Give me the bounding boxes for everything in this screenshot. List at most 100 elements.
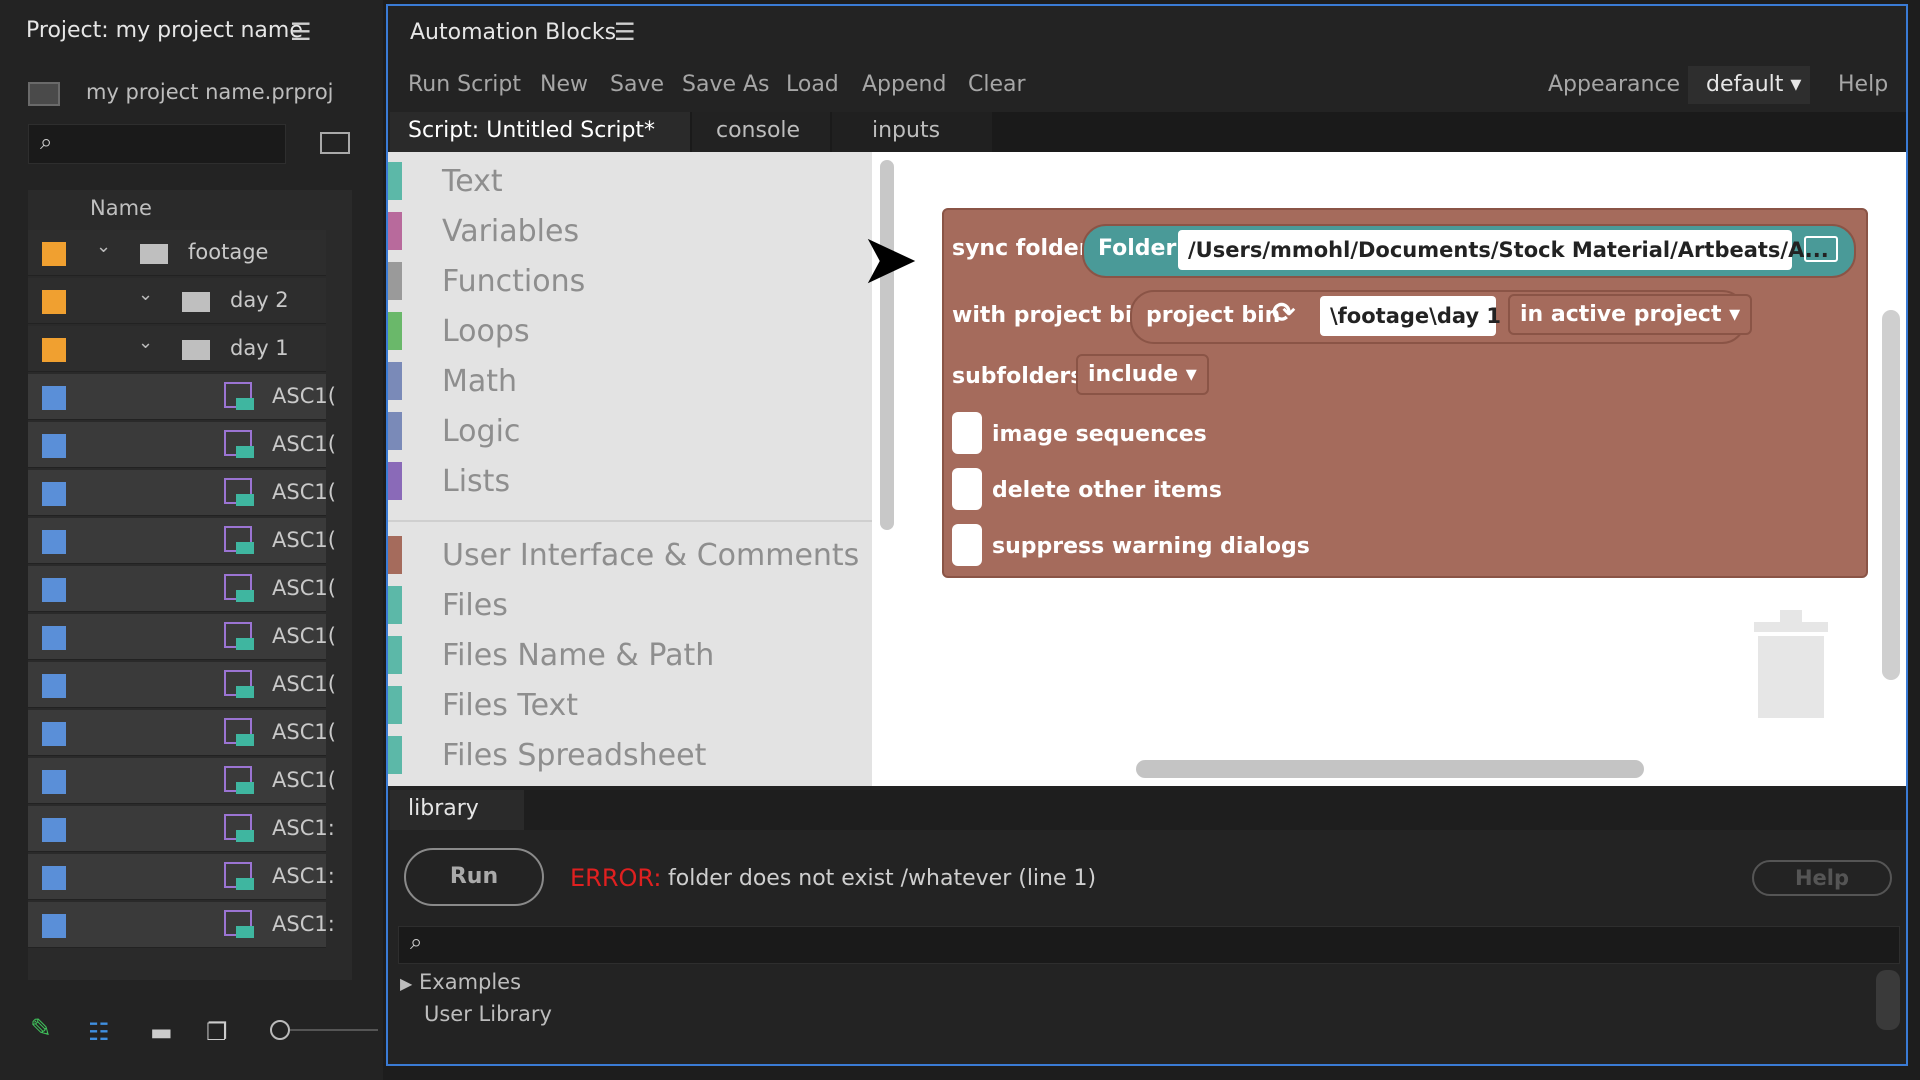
label-color-swatch[interactable] [42, 770, 66, 794]
clear-button[interactable]: Clear [968, 72, 1026, 97]
run-button[interactable]: Run [404, 848, 544, 906]
icon-view-icon[interactable]: ▬ [150, 1018, 173, 1046]
find-icon[interactable] [320, 132, 350, 154]
clip-row[interactable]: ASC1( [28, 374, 336, 420]
label-color-swatch[interactable] [42, 578, 66, 602]
category-color-bar [388, 586, 402, 624]
new-button[interactable]: New [540, 72, 588, 97]
label-color-swatch[interactable] [42, 386, 66, 410]
clip-row[interactable]: ASC1( [28, 566, 336, 612]
appearance-dropdown[interactable]: default ▾ [1706, 72, 1802, 97]
clip-row[interactable]: ASC1( [28, 662, 336, 708]
bin-path-field[interactable]: \footage\day 1 [1320, 296, 1501, 336]
row-label: ASC1( [272, 720, 336, 744]
clip-icon [224, 622, 254, 650]
clip-row[interactable]: ASC1( [28, 710, 336, 756]
folder-open-icon[interactable] [1804, 236, 1838, 262]
clip-row[interactable]: ASC1( [28, 422, 336, 468]
tab-script[interactable]: Script: Untitled Script* [390, 112, 690, 152]
toolbox-category[interactable]: Math [442, 364, 518, 399]
toolbox-category[interactable]: Files Text [442, 688, 579, 723]
project-title: Project: my project name [26, 18, 303, 43]
refresh-icon[interactable]: ⟳ [1272, 296, 1296, 329]
name-column-header[interactable]: Name [90, 196, 152, 220]
clip-row[interactable]: ASC1: [28, 806, 335, 852]
append-button[interactable]: Append [862, 72, 947, 97]
tree-item-user-library[interactable]: User Library [424, 1002, 552, 1026]
toolbox-category[interactable]: Files Spreadsheet [442, 738, 707, 773]
workspace-horizontal-scrollbar[interactable] [1136, 760, 1644, 778]
folder-path-field[interactable]: /Users/mmohl/Documents/Stock Material/Ar… [1178, 230, 1829, 270]
label-color-swatch[interactable] [42, 818, 66, 842]
label-color-swatch[interactable] [42, 722, 66, 746]
toolbox [388, 152, 872, 786]
help-link[interactable]: Help [1838, 72, 1889, 97]
trash-icon[interactable] [1752, 610, 1830, 720]
folder-row[interactable]: ⌄day 1 [28, 326, 326, 372]
freeform-view-icon[interactable]: ❐ [206, 1018, 228, 1046]
label-color-swatch[interactable] [42, 914, 66, 938]
toolbox-category[interactable]: Loops [442, 314, 530, 349]
label-color-swatch[interactable] [42, 434, 66, 458]
hamburger-icon[interactable]: ☰ [290, 18, 312, 46]
bin-scope-dropdown[interactable]: in active project ▾ [1508, 294, 1753, 335]
help-button[interactable]: Help [1752, 860, 1892, 896]
option-label: image sequences [992, 422, 1207, 447]
label-color-swatch[interactable] [42, 482, 66, 506]
toolbox-category[interactable]: Files Name & Path [442, 638, 715, 673]
library-search-input[interactable] [398, 926, 1900, 964]
folder-row[interactable]: ⌄ footage [28, 230, 326, 276]
label-color-swatch[interactable] [42, 530, 66, 554]
pencil-icon[interactable]: ✎ [30, 1014, 52, 1044]
label-color-swatch[interactable] [42, 674, 66, 698]
image-sequences-checkbox[interactable] [952, 412, 982, 454]
row-label: ASC1( [272, 432, 336, 456]
toolbox-category[interactable]: Lists [442, 464, 511, 499]
tab-inputs[interactable]: inputs [832, 112, 992, 152]
chevron-down-icon[interactable]: ⌄ [138, 332, 154, 353]
subfolders-dropdown[interactable]: include ▾ [1076, 354, 1209, 395]
load-button[interactable]: Load [786, 72, 839, 97]
delete-other-items-checkbox[interactable] [952, 468, 982, 510]
clip-row[interactable]: ASC1( [28, 470, 336, 516]
suppress-warning-checkbox[interactable] [952, 524, 982, 566]
chevron-down-icon[interactable]: ⌄ [138, 284, 154, 305]
clip-row[interactable]: ASC1: [28, 902, 335, 948]
toolbox-category[interactable]: Variables [442, 214, 580, 249]
toolbox-category[interactable]: Logic [442, 414, 521, 449]
tab-console[interactable]: console [692, 112, 830, 152]
label-color-swatch[interactable] [42, 866, 66, 890]
toolbox-category[interactable]: Text [442, 164, 503, 199]
row-label: day 2 [230, 288, 289, 312]
project-search-input[interactable] [28, 124, 286, 164]
tab-library[interactable]: library [390, 790, 524, 830]
save-button[interactable]: Save [610, 72, 665, 97]
toolbox-category[interactable]: Functions [442, 264, 586, 299]
label-color-swatch[interactable] [42, 338, 66, 362]
label-color-swatch[interactable] [42, 242, 66, 266]
clip-row[interactable]: ASC1: [28, 854, 335, 900]
folder-row[interactable]: ⌄ day 2 [28, 278, 326, 324]
hamburger-icon[interactable]: ☰ [614, 18, 636, 46]
clip-icon [224, 910, 254, 938]
library-scrollbar[interactable] [1876, 970, 1900, 1030]
clip-row[interactable]: ASC1( [28, 518, 336, 564]
label-color-swatch[interactable] [42, 626, 66, 650]
list-view-icon[interactable]: ☷ [88, 1018, 110, 1046]
toolbox-scrollbar[interactable] [880, 160, 894, 530]
row-label: footage [188, 240, 269, 264]
option-label: suppress warning dialogs [992, 534, 1310, 559]
workspace-vertical-scrollbar[interactable] [1882, 310, 1900, 680]
search-icon: ⌕ [40, 130, 53, 155]
clip-row[interactable]: ASC1( [28, 614, 336, 660]
save-as-button[interactable]: Save As [682, 72, 770, 97]
clip-row[interactable]: ASC1( [28, 758, 336, 804]
toolbox-category[interactable]: Files [442, 588, 508, 623]
tree-item-examples[interactable]: ▶ Examples [400, 970, 522, 994]
zoom-slider[interactable] [270, 1018, 378, 1042]
run-script-button[interactable]: Run Script [408, 72, 521, 97]
folder-label: Folder [1098, 236, 1177, 261]
label-color-swatch[interactable] [42, 290, 66, 314]
chevron-down-icon[interactable]: ⌄ [96, 236, 112, 257]
toolbox-category[interactable]: User Interface & Comments [442, 538, 860, 573]
